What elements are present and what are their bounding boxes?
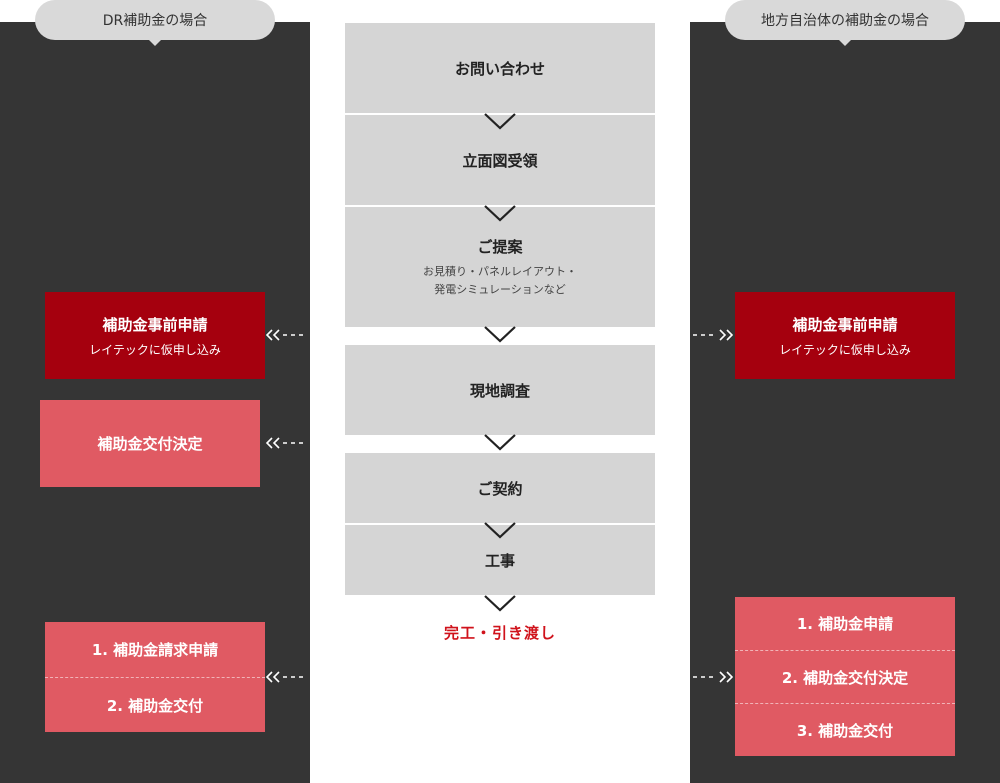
left-arrow-connector-icon (265, 329, 306, 341)
left-arrow-connector-icon (265, 437, 306, 449)
box-title: 補助金事前申請 (102, 315, 208, 334)
chevron-down-icon (484, 113, 516, 130)
list-item: 1. 補助金申請 (796, 615, 894, 633)
chevron-down-icon (484, 522, 516, 539)
list-item: 2. 補助金交付決定 (735, 650, 955, 703)
step-title: 工事 (484, 551, 515, 570)
box-title: 補助金事前申請 (792, 315, 898, 334)
left-pre-application-box: 補助金事前申請 レイテックに仮申し込み (45, 292, 265, 379)
chevron-down-icon (484, 434, 516, 451)
chevron-down-icon (484, 205, 516, 222)
chevron-down-icon (484, 595, 516, 612)
step-title: ご契約 (477, 479, 523, 498)
step-proposal: ご提案 お見積り・パネルレイアウト・ 発電シミュレーションなど (345, 207, 655, 327)
chevron-down-icon (484, 326, 516, 343)
left-header-tab: DR補助金の場合 (35, 0, 275, 46)
step-subtitle: お見積り・パネルレイアウト・ 発電シミュレーションなど (423, 263, 577, 299)
step-subtitle-line: お見積り・パネルレイアウト・ (423, 264, 577, 278)
step-inquiry: お問い合わせ (345, 23, 655, 113)
list-item: 1. 補助金請求申請 (91, 641, 219, 659)
step-title: 立面図受領 (462, 151, 538, 170)
right-arrow-connector-icon (693, 671, 734, 683)
step-title: ご提案 (477, 237, 523, 256)
left-arrow-connector-icon (265, 671, 306, 683)
right-application-box: 1. 補助金申請 2. 補助金交付決定 3. 補助金交付 (735, 597, 955, 756)
box-subtitle: レイテックに仮申し込み (89, 342, 221, 357)
step-drawing-received: 立面図受領 (345, 115, 655, 205)
list-item: 2. 補助金交付 (45, 677, 265, 732)
box-title: 補助金交付決定 (97, 435, 203, 453)
final-step-handover: 完工・引き渡し (443, 624, 556, 642)
list-item: 3. 補助金交付 (735, 703, 955, 756)
right-pre-application-box: 補助金事前申請 レイテックに仮申し込み (735, 292, 955, 379)
step-contract: ご契約 (345, 453, 655, 523)
step-title: お問い合わせ (454, 59, 545, 78)
left-grant-decision-box: 補助金交付決定 (40, 400, 260, 487)
step-title: 現地調査 (469, 381, 530, 400)
step-site-survey: 現地調査 (345, 345, 655, 435)
right-header-tab: 地方自治体の補助金の場合 (725, 0, 965, 46)
left-claim-box: 1. 補助金請求申請 2. 補助金交付 (45, 622, 265, 732)
step-subtitle-line: 発電シミュレーションなど (434, 282, 566, 296)
right-arrow-connector-icon (693, 329, 734, 341)
box-subtitle: レイテックに仮申し込み (779, 342, 911, 357)
